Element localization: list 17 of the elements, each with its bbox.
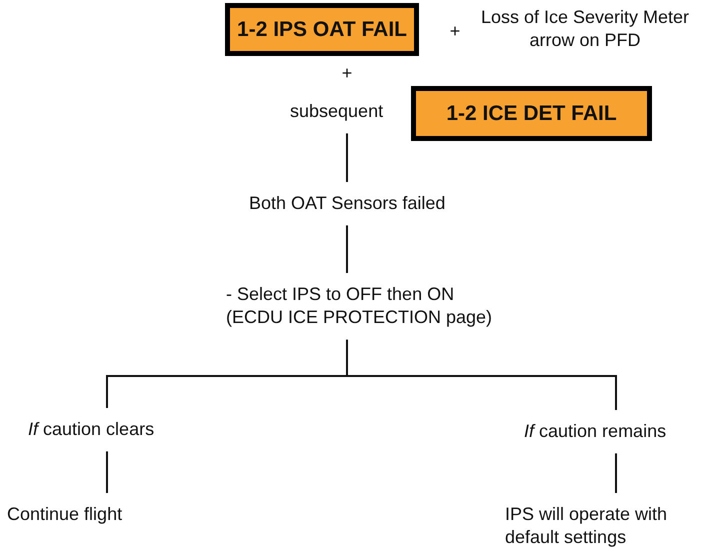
connector-line xyxy=(346,133,348,182)
connector-line xyxy=(106,451,108,493)
connector-line xyxy=(615,453,617,493)
flow-step-text: Both OAT Sensors failed xyxy=(249,192,446,216)
flow-step-text: IPS will operate with default settings xyxy=(505,503,721,550)
caution-message-box: 1-2 IPS OAT FAIL xyxy=(225,3,419,56)
connector-line xyxy=(346,340,617,410)
caution-message-box: 1-2 ICE DET FAIL xyxy=(411,86,652,141)
plus-sign: + xyxy=(448,20,462,43)
connector-word: subsequent xyxy=(290,100,384,124)
condition-note: Loss of Ice Severity Meter arrow on PFD xyxy=(480,6,690,52)
flow-step-text: - Select IPS to OFF then ON (ECDU ICE PROTECTION page) xyxy=(226,283,506,330)
flow-step-text: If caution remains xyxy=(524,420,666,444)
plus-sign: + xyxy=(340,62,354,85)
flow-step-text: If caution clears xyxy=(28,418,154,442)
flow-step-text: Continue flight xyxy=(7,503,122,526)
connector-line xyxy=(346,225,348,273)
